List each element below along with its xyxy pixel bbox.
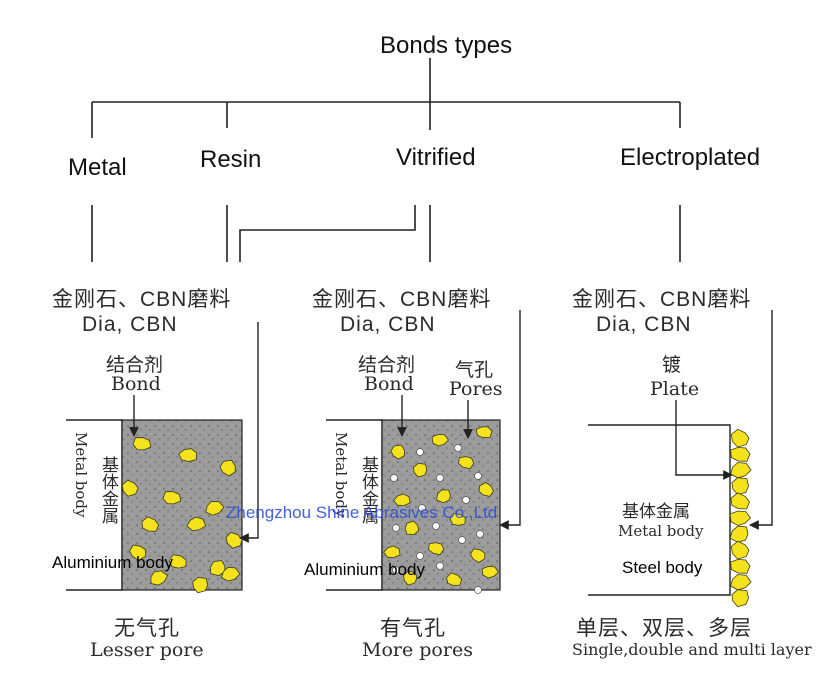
abrasive-grain — [383, 545, 401, 559]
pore-dot — [436, 562, 444, 570]
pore-dot — [416, 552, 424, 560]
diagram-title: Bonds types — [380, 32, 513, 59]
abrasive-grain — [219, 459, 236, 477]
col2-abrasive-cn: 金刚石、CBN磨料 — [312, 288, 492, 311]
metal-bond-illustration — [66, 322, 259, 594]
col1-abrasive-cn: 金刚石、CBN磨料 — [52, 288, 232, 311]
abrasive-grain — [730, 540, 750, 560]
abrasive-grain — [192, 577, 209, 594]
bond-type-metal: Metal — [68, 154, 127, 181]
abrasive-grain — [730, 428, 750, 448]
pore-dot — [392, 566, 400, 574]
col2-label2-cn: 气孔 — [455, 360, 494, 381]
abrasive-grain — [162, 491, 182, 505]
abrasive-grain — [446, 572, 463, 586]
col3-label-cn: 镀 — [662, 355, 682, 376]
abrasive-grain — [478, 482, 494, 497]
pore-dot — [462, 496, 470, 504]
abrasive-grain — [121, 479, 139, 497]
col3-body-en: Metal body — [618, 522, 704, 540]
abrasive-grain — [150, 570, 169, 586]
electroplated-illustration — [588, 310, 773, 608]
abrasive-grain — [449, 513, 466, 526]
abrasive-grain — [403, 570, 418, 586]
col3-label-en: Plate — [650, 378, 700, 400]
col2-label-en: Bond — [364, 373, 414, 395]
pore-dot — [454, 444, 462, 452]
abrasive-grain — [730, 446, 751, 462]
abrasive-grain — [221, 566, 241, 582]
col3-body-cn: 基体金属 — [622, 502, 690, 521]
abrasive-grain — [436, 489, 451, 504]
col1-label-en: Bond — [111, 373, 161, 395]
abrasive-grain — [729, 510, 752, 526]
pore-dot — [432, 522, 440, 530]
col3-abrasive-cn: 金刚石、CBN磨料 — [572, 288, 752, 311]
col3-body-note: Steel body — [622, 558, 703, 577]
abrasive-grain — [168, 554, 187, 569]
col1-pore-en: Lesser pore — [90, 639, 204, 661]
abrasive-grain — [481, 565, 499, 579]
abrasive-grain — [458, 456, 475, 470]
abrasive-grain — [205, 501, 225, 516]
col2-label2-en: Pores — [449, 378, 503, 400]
col2-body-cn: 基体金属 — [359, 456, 378, 524]
col1-body-cn: 基体金属 — [99, 456, 118, 524]
abrasive-grain — [729, 525, 749, 543]
abrasive-grain — [413, 462, 428, 478]
abrasive-grain — [470, 548, 486, 563]
col2-label-cn: 结合剂 — [358, 355, 416, 376]
col1-body-note: Aluminium body — [52, 553, 173, 572]
col1-abrasive-en: Dia, CBN — [82, 313, 178, 336]
abrasive-grain — [132, 437, 152, 451]
col2-body-note: Aluminium body — [304, 560, 425, 579]
pore-dot — [474, 472, 482, 480]
abrasive-grain — [730, 492, 750, 510]
abrasive-grain — [428, 542, 445, 556]
pore-dot — [392, 524, 400, 532]
col1-pore-cn: 无气孔 — [114, 617, 180, 640]
pore-dot — [474, 586, 482, 594]
col2-body-en: Metal body — [332, 432, 350, 518]
abrasive-grain — [129, 544, 147, 561]
col2-pore-en: More pores — [362, 639, 473, 661]
pore-dot — [390, 474, 398, 482]
bond-type-resin: Resin — [200, 146, 262, 173]
pore-dot — [458, 536, 466, 544]
abrasive-grain — [393, 493, 411, 507]
company-watermark: Zhengzhou Shine Abrasives Co.,Ltd — [226, 503, 498, 522]
pore-dot — [418, 504, 426, 512]
vitrified-bond-illustration — [326, 310, 521, 594]
pore-dot — [476, 530, 484, 538]
abrasive-grain — [731, 589, 749, 608]
col3-pore-cn: 单层、双层、多层 — [576, 617, 752, 640]
bond-type-vitrified: Vitrified — [396, 144, 476, 171]
abrasive-grain — [178, 448, 198, 462]
abrasive-grain — [731, 477, 749, 496]
abrasive-grain — [431, 433, 449, 447]
bond-type-electroplated: Electroplated — [620, 144, 761, 171]
abrasive-grain — [730, 462, 752, 479]
abrasive-grain — [186, 516, 207, 532]
col2-abrasive-en: Dia, CBN — [340, 313, 436, 336]
pore-dot — [436, 474, 444, 482]
col1-label-cn: 结合剂 — [106, 355, 164, 376]
abrasive-grain — [730, 574, 752, 591]
col3-abrasive-en: Dia, CBN — [596, 313, 692, 336]
tree-connectors — [91, 58, 681, 262]
abrasive-grain — [209, 560, 226, 577]
abrasive-grain — [475, 426, 493, 439]
col1-body-en: Metal body — [72, 432, 90, 518]
col3-pore-en: Single,double and multi layer — [572, 640, 812, 659]
pore-dot — [416, 448, 424, 456]
abrasive-grain — [141, 516, 160, 532]
col2-pore-cn: 有气孔 — [380, 617, 446, 640]
abrasive-grain — [390, 444, 405, 460]
abrasive-grain — [404, 520, 420, 535]
abrasive-grain — [730, 558, 751, 574]
